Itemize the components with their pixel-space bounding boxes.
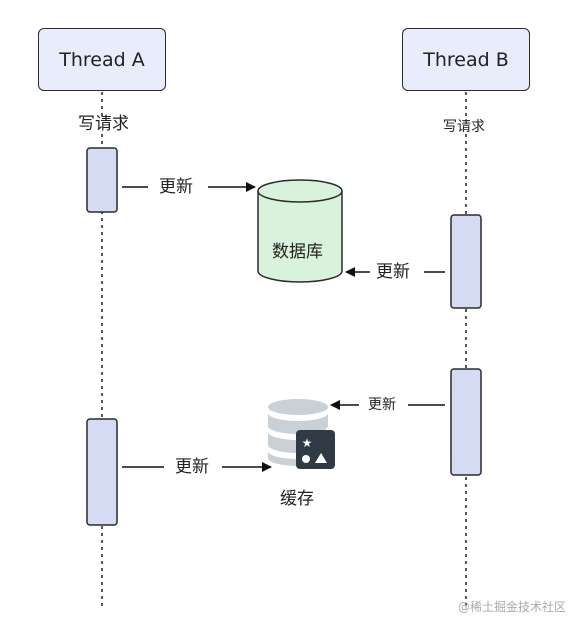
cache-label: 缓存 xyxy=(280,489,314,509)
arrow-b-to-db-label: 更新 xyxy=(376,262,410,282)
thread-a-box: Thread A xyxy=(38,28,166,91)
svg-text:★: ★ xyxy=(302,436,313,450)
watermark-text: @稀土掘金技术社区 xyxy=(457,600,566,614)
thread-a-name: Thread A xyxy=(59,48,145,71)
thread-b-activation-1 xyxy=(450,214,482,309)
cache-icon: ★ xyxy=(267,399,335,469)
thread-b-name: Thread B xyxy=(423,48,509,71)
thread-a-activation-1 xyxy=(86,147,118,213)
thread-b-request-label: 写请求 xyxy=(443,119,485,135)
arrow-a-to-db-label: 更新 xyxy=(159,177,193,197)
thread-b-activation-2 xyxy=(450,368,482,476)
arrow-b-to-cache-label: 更新 xyxy=(368,397,396,413)
database-cylinder xyxy=(257,179,343,283)
thread-a-activation-2 xyxy=(86,418,118,526)
thread-a-request-label: 写请求 xyxy=(78,114,129,134)
thread-b-box: Thread B xyxy=(402,28,530,91)
arrow-a-to-cache-label: 更新 xyxy=(175,457,209,477)
database-label: 数据库 xyxy=(272,242,323,262)
